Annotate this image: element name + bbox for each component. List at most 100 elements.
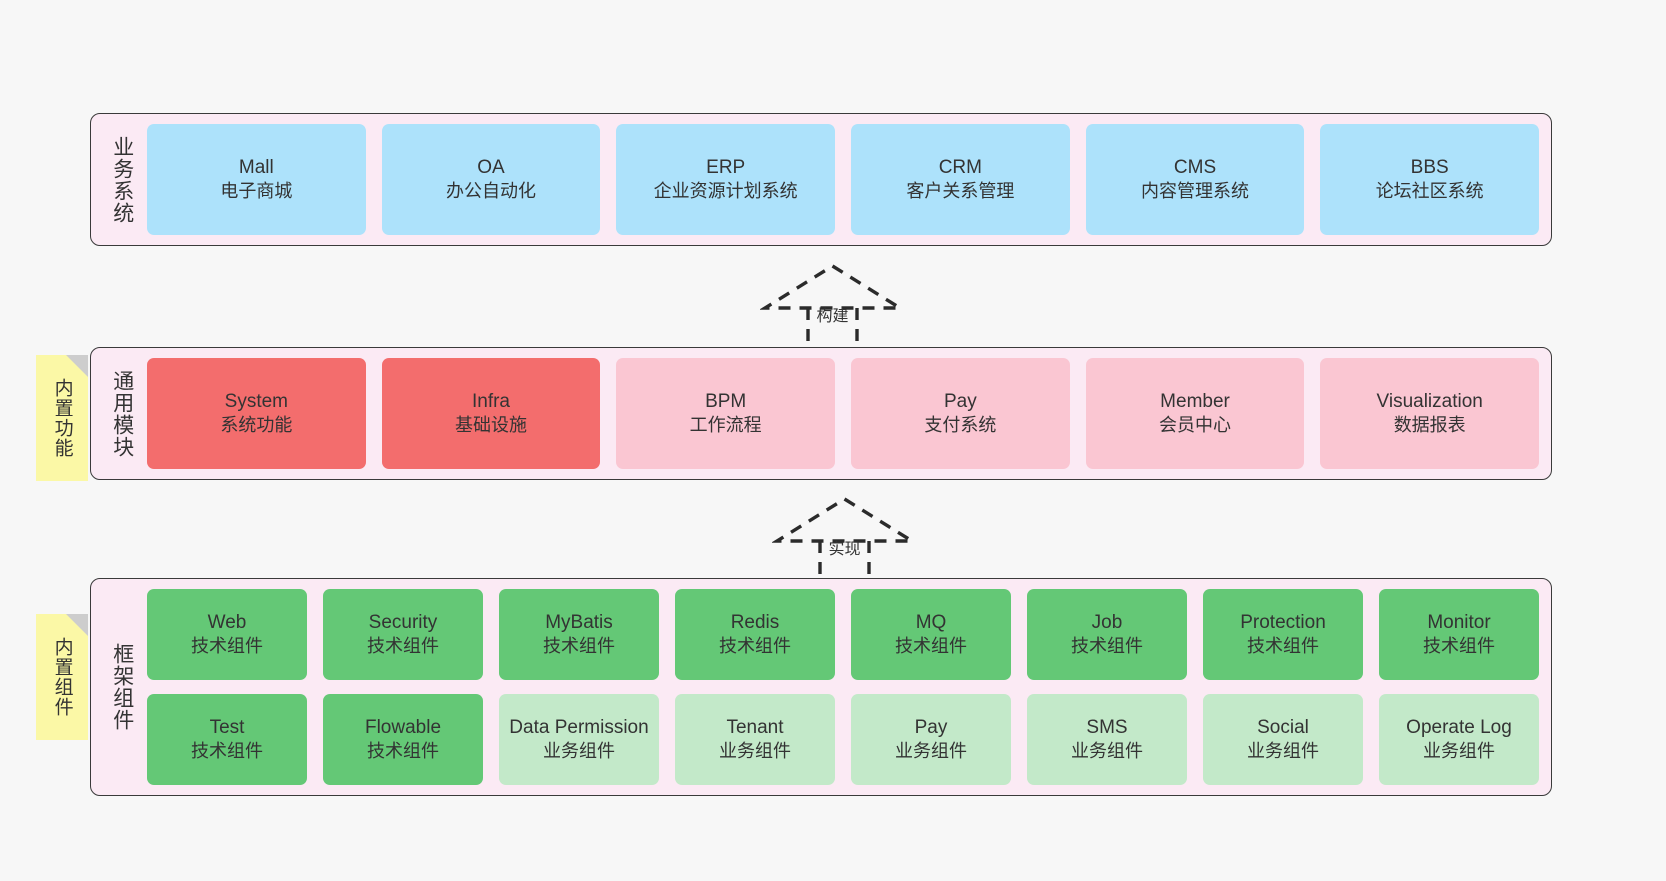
layer-common-body: System 系统功能 Infra 基础设施 BPM 工作流程 Pay 支付系统… bbox=[141, 358, 1540, 469]
node-tenant-en: Tenant bbox=[726, 716, 784, 738]
node-pay-module-en: Pay bbox=[943, 390, 977, 412]
layer-common-title: 通用模块 bbox=[110, 369, 134, 458]
node-bbs[interactable]: BBS 论坛社区系统 bbox=[1320, 124, 1540, 235]
connector-build: 构建 bbox=[760, 262, 905, 347]
node-security[interactable]: Security 技术组件 bbox=[323, 589, 483, 680]
node-erp-cn: 企业资源计划系统 bbox=[653, 181, 798, 202]
node-mq-cn: 技术组件 bbox=[895, 636, 967, 657]
connector-implement-label: 实现 bbox=[828, 541, 861, 558]
business-node-row: Mall 电子商城 OA 办公自动化 ERP 企业资源计划系统 CRM 客户关系… bbox=[147, 124, 1540, 235]
node-sms-en: SMS bbox=[1086, 716, 1128, 738]
node-bpm-en: BPM bbox=[705, 390, 747, 412]
node-operate-log-cn: 业务组件 bbox=[1423, 741, 1495, 762]
note-fold-corner-icon bbox=[66, 355, 88, 377]
layer-common-modules: 通用模块 System 系统功能 Infra 基础设施 BPM 工作流程 Pay bbox=[90, 347, 1552, 480]
node-redis[interactable]: Redis 技术组件 bbox=[675, 589, 835, 680]
node-social[interactable]: Social 业务组件 bbox=[1203, 694, 1363, 785]
node-oa-cn: 办公自动化 bbox=[446, 181, 536, 202]
node-protection[interactable]: Protection 技术组件 bbox=[1203, 589, 1363, 680]
layer-business-title: 业务系统 bbox=[110, 135, 134, 224]
node-pay-component[interactable]: Pay 业务组件 bbox=[851, 694, 1011, 785]
node-flowable-en: Flowable bbox=[364, 716, 442, 738]
node-sms[interactable]: SMS 业务组件 bbox=[1027, 694, 1187, 785]
note-builtin-components-label: 内置组件 bbox=[51, 637, 73, 717]
node-bbs-cn: 论坛社区系统 bbox=[1375, 181, 1484, 202]
node-cms[interactable]: CMS 内容管理系统 bbox=[1085, 124, 1305, 235]
node-tenant-cn: 业务组件 bbox=[719, 741, 791, 762]
note-fold-corner-icon bbox=[66, 614, 88, 636]
node-protection-cn: 技术组件 bbox=[1247, 636, 1319, 657]
node-visualization-en: Visualization bbox=[1376, 390, 1483, 412]
node-web-cn: 技术组件 bbox=[191, 636, 263, 657]
node-bpm-cn: 工作流程 bbox=[689, 415, 762, 436]
framework-tech-row: Web 技术组件 Security 技术组件 MyBatis 技术组件 Redi… bbox=[147, 589, 1539, 680]
node-monitor-en: Monitor bbox=[1427, 611, 1491, 633]
node-system[interactable]: System 系统功能 bbox=[147, 358, 366, 469]
node-tenant[interactable]: Tenant 业务组件 bbox=[675, 694, 835, 785]
node-web[interactable]: Web 技术组件 bbox=[147, 589, 307, 680]
node-crm-en: CRM bbox=[938, 156, 982, 178]
node-mall-en: Mall bbox=[238, 156, 274, 178]
node-infra[interactable]: Infra 基础设施 bbox=[381, 358, 601, 469]
node-data-permission[interactable]: Data Permission 业务组件 bbox=[499, 694, 659, 785]
node-data-permission-cn: 业务组件 bbox=[543, 741, 615, 762]
node-redis-cn: 技术组件 bbox=[719, 636, 791, 657]
node-erp-en: ERP bbox=[706, 156, 746, 178]
note-builtin-components: 内置组件 bbox=[36, 614, 88, 740]
connector-implement: 实现 bbox=[772, 495, 917, 580]
node-erp[interactable]: ERP 企业资源计划系统 bbox=[616, 124, 836, 235]
node-operate-log[interactable]: Operate Log 业务组件 bbox=[1379, 694, 1539, 785]
node-oa[interactable]: OA 办公自动化 bbox=[381, 124, 601, 235]
node-crm-cn: 客户关系管理 bbox=[906, 181, 1015, 202]
node-redis-en: Redis bbox=[730, 611, 780, 633]
node-test[interactable]: Test 技术组件 bbox=[147, 694, 307, 785]
node-flowable-cn: 技术组件 bbox=[367, 741, 439, 762]
node-sms-cn: 业务组件 bbox=[1071, 741, 1143, 762]
node-mybatis[interactable]: MyBatis 技术组件 bbox=[499, 589, 659, 680]
layer-business-systems: 业务系统 Mall 电子商城 OA 办公自动化 ERP 企业资源计划系统 CRM bbox=[90, 113, 1552, 246]
node-job-cn: 技术组件 bbox=[1071, 636, 1143, 657]
node-mall[interactable]: Mall 电子商城 bbox=[147, 124, 366, 235]
node-infra-en: Infra bbox=[471, 390, 511, 412]
node-test-cn: 技术组件 bbox=[191, 741, 263, 762]
node-security-cn: 技术组件 bbox=[367, 636, 439, 657]
layer-framework-title: 框架组件 bbox=[110, 643, 134, 731]
node-operate-log-en: Operate Log bbox=[1406, 716, 1512, 738]
node-job[interactable]: Job 技术组件 bbox=[1027, 589, 1187, 680]
node-job-en: Job bbox=[1091, 611, 1123, 633]
node-crm[interactable]: CRM 客户关系管理 bbox=[851, 124, 1070, 235]
node-pay-module[interactable]: Pay 支付系统 bbox=[851, 358, 1070, 469]
connector-build-shape bbox=[760, 263, 905, 347]
framework-business-row: Test 技术组件 Flowable 技术组件 Data Permission … bbox=[147, 694, 1539, 785]
node-monitor[interactable]: Monitor 技术组件 bbox=[1379, 589, 1539, 680]
node-system-cn: 系统功能 bbox=[220, 415, 293, 436]
note-builtin-features-label: 内置功能 bbox=[51, 378, 73, 458]
node-protection-en: Protection bbox=[1240, 611, 1326, 633]
node-monitor-cn: 技术组件 bbox=[1423, 636, 1495, 657]
node-cms-cn: 内容管理系统 bbox=[1141, 181, 1250, 202]
layer-framework-body: Web 技术组件 Security 技术组件 MyBatis 技术组件 Redi… bbox=[141, 589, 1539, 785]
node-system-en: System bbox=[224, 390, 289, 412]
note-builtin-features: 内置功能 bbox=[36, 355, 88, 481]
node-mq[interactable]: MQ 技术组件 bbox=[851, 589, 1011, 680]
node-social-cn: 业务组件 bbox=[1247, 741, 1319, 762]
node-web-en: Web bbox=[207, 611, 247, 633]
node-mybatis-en: MyBatis bbox=[545, 611, 613, 633]
node-pay-module-cn: 支付系统 bbox=[924, 415, 997, 436]
node-member-en: Member bbox=[1160, 390, 1230, 412]
node-test-en: Test bbox=[209, 716, 245, 738]
node-member[interactable]: Member 会员中心 bbox=[1085, 358, 1305, 469]
node-visualization[interactable]: Visualization 数据报表 bbox=[1320, 358, 1540, 469]
node-flowable[interactable]: Flowable 技术组件 bbox=[323, 694, 483, 785]
node-cms-en: CMS bbox=[1173, 156, 1217, 178]
node-mybatis-cn: 技术组件 bbox=[543, 636, 615, 657]
node-bbs-en: BBS bbox=[1410, 156, 1449, 178]
layer-business-body: Mall 电子商城 OA 办公自动化 ERP 企业资源计划系统 CRM 客户关系… bbox=[141, 124, 1540, 235]
connector-build-label: 构建 bbox=[816, 308, 849, 325]
node-visualization-cn: 数据报表 bbox=[1393, 415, 1466, 436]
node-security-en: Security bbox=[368, 611, 438, 633]
common-node-row: System 系统功能 Infra 基础设施 BPM 工作流程 Pay 支付系统… bbox=[147, 358, 1540, 469]
node-bpm[interactable]: BPM 工作流程 bbox=[616, 358, 836, 469]
connector-implement-shape bbox=[772, 496, 917, 580]
